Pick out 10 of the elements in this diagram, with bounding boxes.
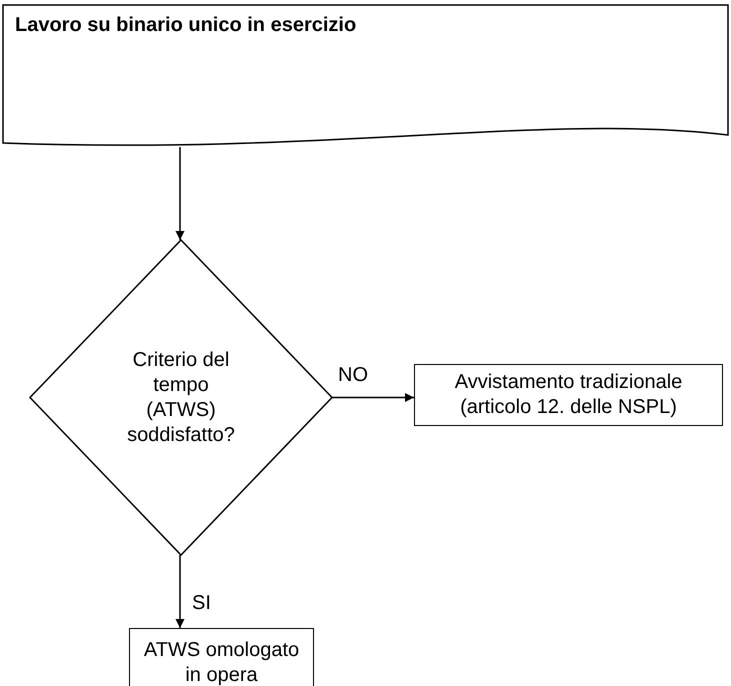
process-box <box>414 364 723 426</box>
arrow <box>332 393 414 402</box>
process-text: Avvistamento tradizionale (articolo 12. delle NSPL) <box>454 370 684 420</box>
arrow <box>176 555 184 628</box>
process-box <box>129 628 314 686</box>
decision-text: Criterio del tempo (ATWS) soddisfatto? <box>126 348 236 448</box>
process-text: ATWS omologato in opera <box>142 638 300 686</box>
decision-diamond <box>30 240 332 555</box>
arrow <box>176 147 184 240</box>
heading-text: Lavoro su binario unico in esercizio <box>15 13 356 38</box>
